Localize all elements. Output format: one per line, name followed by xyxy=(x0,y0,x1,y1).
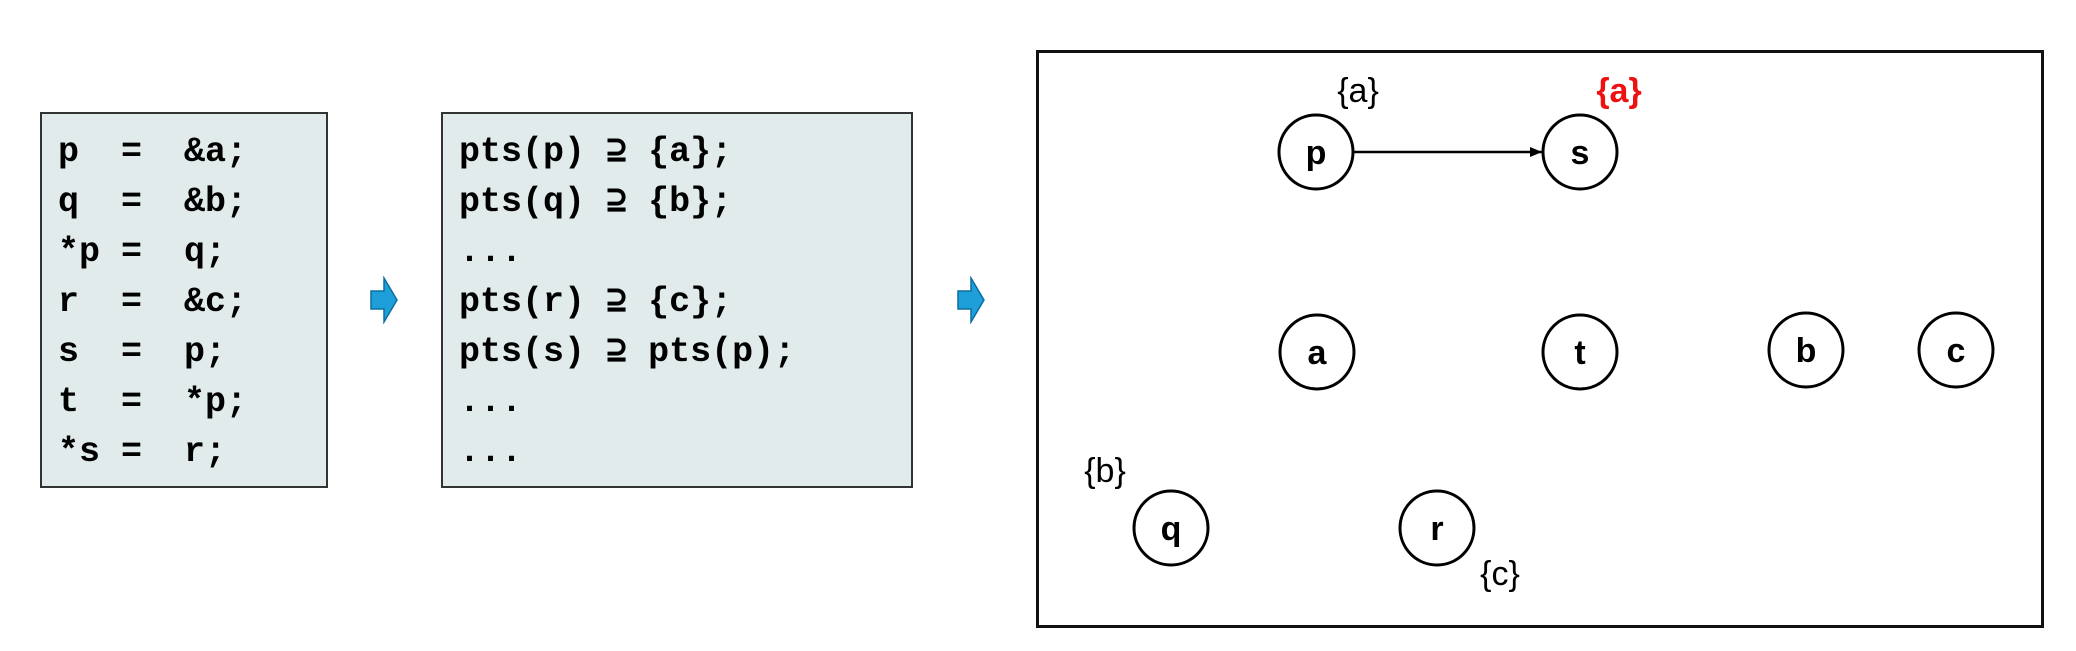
node-label: p xyxy=(1306,134,1327,172)
node-t: t xyxy=(1541,313,1619,391)
node-label: a xyxy=(1308,334,1328,372)
node-b: b xyxy=(1767,311,1845,389)
statements-box: p = &a; q = &b; *p = q; r = &c; s = p; t… xyxy=(40,112,328,488)
node-circle xyxy=(1277,113,1355,191)
constraint-line: pts(q) ⊇ {b}; xyxy=(459,182,733,222)
constraint-line: ... xyxy=(459,232,523,272)
node-s: s xyxy=(1541,113,1619,191)
statement-line: p = &a; xyxy=(58,132,248,172)
constraints-box: pts(p) ⊇ {a}; pts(q) ⊇ {b}; ... pts(r) ⊇… xyxy=(441,112,913,488)
statement-line: *p = q; xyxy=(58,232,227,272)
node-label: r xyxy=(1430,510,1443,548)
statement-line: r = &c; xyxy=(58,282,248,322)
node-label: s xyxy=(1571,134,1590,172)
node-circle xyxy=(1541,113,1619,191)
node-circle xyxy=(1917,311,1995,389)
node-circle xyxy=(1278,313,1356,391)
node-q: q xyxy=(1132,489,1210,567)
constraint-line: ... xyxy=(459,382,523,422)
constraint-line: ... xyxy=(459,432,523,472)
statement-line: q = &b; xyxy=(58,182,248,222)
statement-line: *s = r; xyxy=(58,432,227,472)
node-label: c xyxy=(1947,332,1966,370)
node-circle xyxy=(1541,313,1619,391)
points-to-set-r: {c} xyxy=(1480,555,1520,593)
right-arrow-icon xyxy=(957,276,985,324)
right-arrow-icon xyxy=(370,276,398,324)
points-to-set-s: {a} xyxy=(1596,72,1641,110)
node-p: p xyxy=(1277,113,1355,191)
constraint-graph-frame xyxy=(1036,50,2044,628)
constraint-line: pts(r) ⊇ {c}; xyxy=(459,282,733,322)
node-circle xyxy=(1398,489,1476,567)
node-label: q xyxy=(1161,510,1182,548)
points-to-set-q: {b} xyxy=(1084,452,1126,490)
node-label: b xyxy=(1796,332,1817,370)
constraint-line: pts(s) ⊇ pts(p); xyxy=(459,332,796,372)
node-label: t xyxy=(1574,334,1585,372)
constraint-line: pts(p) ⊇ {a}; xyxy=(459,132,733,172)
points-to-set-p: {a} xyxy=(1337,72,1379,110)
node-a: a xyxy=(1278,313,1356,391)
statement-line: t = *p; xyxy=(58,382,248,422)
statement-line: s = p; xyxy=(58,332,227,372)
node-c: c xyxy=(1917,311,1995,389)
node-r: r xyxy=(1398,489,1476,567)
node-circle xyxy=(1132,489,1210,567)
node-circle xyxy=(1767,311,1845,389)
